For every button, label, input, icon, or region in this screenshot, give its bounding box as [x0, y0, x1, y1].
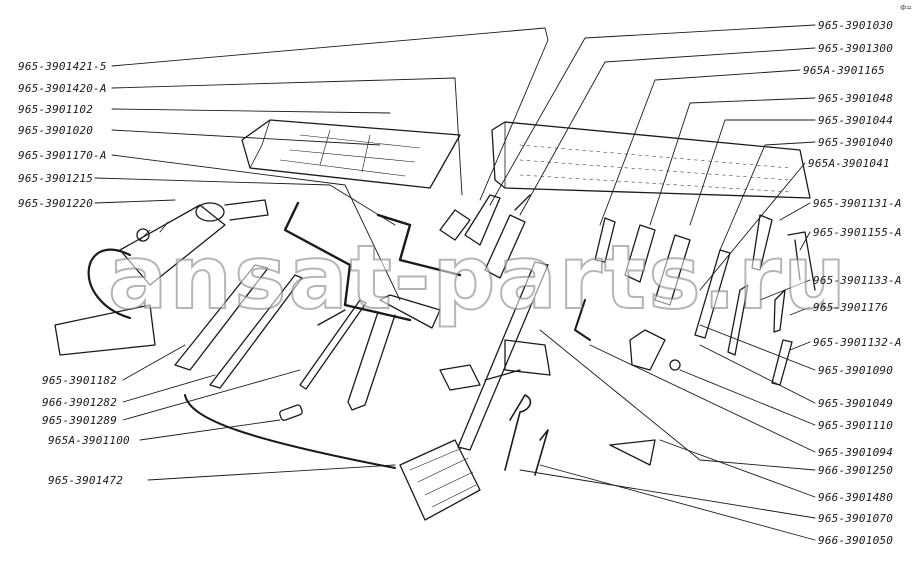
part-label: 965-3901300 — [818, 42, 894, 55]
corner-mark: Ф= — [900, 4, 912, 12]
tire-levers — [174, 264, 367, 390]
part-label: 965А-3901165 — [803, 64, 885, 77]
part-label: 966-3901050 — [818, 534, 894, 547]
bent-rod — [184, 394, 396, 469]
small-pin — [279, 404, 303, 421]
l-wrench — [574, 299, 591, 341]
hook-wrench — [504, 394, 549, 476]
part-label: 965-3901040 — [818, 136, 894, 149]
jack — [439, 261, 551, 451]
part-label: 966-3901480 — [818, 491, 894, 504]
part-label: 965-3901110 — [818, 419, 894, 432]
part-label: 965-3901170-А — [18, 149, 107, 162]
wedge — [609, 439, 656, 466]
part-label: 965-3901048 — [818, 92, 894, 105]
part-label: 965-3901155-А — [813, 226, 902, 239]
part-label: 965-3901220 — [18, 197, 94, 210]
part-label: 965-3901049 — [818, 397, 894, 410]
part-label: 965-3901090 — [818, 364, 894, 377]
part-label: 965-3901176 — [813, 301, 889, 314]
part-label: 965-3901102 — [18, 103, 94, 116]
tire-pump — [54, 199, 269, 356]
screwdrivers — [727, 214, 793, 386]
canvas-strip — [491, 121, 811, 199]
open-end-wrenches — [594, 217, 731, 339]
leader-lines-left — [94, 27, 549, 481]
part-label: 965-3901215 — [18, 172, 94, 185]
part-label: 965-3901020 — [18, 124, 94, 137]
crank-handle — [283, 201, 462, 322]
part-label: 965-3901133-А — [813, 274, 902, 287]
part-label: 966-3901282 — [42, 396, 118, 409]
part-label: 965-3901132-А — [813, 336, 902, 349]
part-label: 965-3901420-А — [18, 82, 107, 95]
socket-handle — [439, 194, 531, 279]
spark-plug-socket — [629, 329, 666, 371]
part-label: 965А-3901041 — [808, 157, 890, 170]
part-label: 966-3901250 — [818, 464, 894, 477]
pliers — [787, 231, 816, 291]
part-label: 965-3901131-А — [813, 197, 902, 210]
tool-roll-bag — [241, 119, 461, 189]
part-label: 965-3901421-5 — [18, 60, 107, 73]
leader-lines-right — [489, 24, 816, 541]
part-label: 965-3901070 — [818, 512, 894, 525]
part-label: 965А-3901100 — [48, 434, 130, 447]
part-label: 965-3901289 — [42, 414, 118, 427]
washer — [669, 359, 681, 371]
part-label: 965-3901472 — [48, 474, 124, 487]
part-label: 965-3901182 — [42, 374, 118, 387]
part-label: 965-3901030 — [818, 19, 894, 32]
jack-base — [399, 439, 481, 521]
part-label: 965-3901044 — [818, 114, 894, 127]
part-label: 965-3901094 — [818, 446, 894, 459]
hammer — [347, 294, 441, 411]
